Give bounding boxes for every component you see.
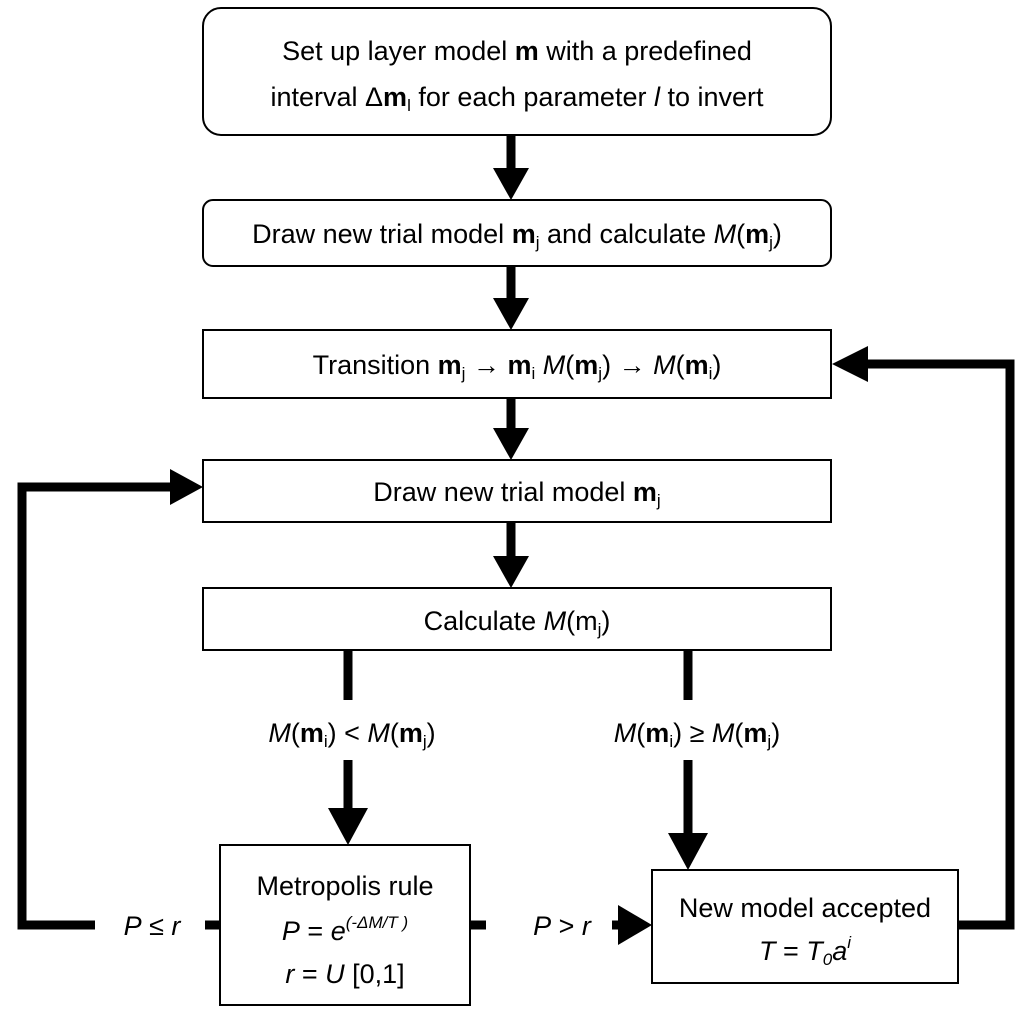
temperature-schedule: T = T0ai: [759, 933, 852, 969]
condition-geq: M(mi) ≥ M(mj): [614, 718, 780, 751]
draw-initial-box: Draw new trial model mj and calculate M(…: [202, 199, 832, 267]
condition-less: M(mi) < M(mj): [268, 718, 435, 751]
metropolis-title: Metropolis rule: [256, 871, 433, 901]
metropolis-box: Metropolis rule P = e(-ΔM/T ) r = U [0,1…: [219, 844, 471, 1006]
feedback-reject-to-trial: [17, 482, 172, 930]
arrowhead: [618, 905, 652, 945]
arrowhead: [170, 469, 203, 505]
draw-trial-box: Draw new trial model mj: [202, 459, 832, 523]
metropolis-probability: P = e(-ΔM/T ): [282, 913, 408, 946]
arrowhead: [493, 556, 529, 588]
arrowhead: [493, 428, 529, 460]
draw-trial-text: Draw new trial model mj: [373, 477, 660, 510]
condition-reject: P ≤ r: [124, 911, 182, 941]
accepted-box: New model accepted T = T0ai: [651, 869, 959, 984]
draw-initial-text: Draw new trial model mj and calculate M(…: [252, 219, 782, 252]
feedback-accepted-to-transition: [865, 359, 1015, 930]
accepted-title: New model accepted: [679, 893, 931, 923]
calculate-text: Calculate M(mj): [424, 606, 611, 639]
setup-box: Set up layer model m with a predefined i…: [202, 7, 832, 136]
connectors: [17, 135, 1015, 945]
condition-accept: P > r: [533, 911, 592, 941]
arrowhead: [493, 168, 529, 200]
calculate-box: Calculate M(mj): [202, 587, 832, 651]
arrowhead: [832, 346, 868, 382]
arrowhead: [668, 833, 708, 870]
setup-line1: Set up layer model m with a predefined: [282, 36, 752, 66]
setup-line2: interval Δml for each parameter l to inv…: [270, 82, 764, 115]
metropolis-random: r = U [0,1]: [285, 959, 404, 989]
transition-box: Transition mj → mi M(mj) → M(mi): [202, 329, 832, 399]
arrowhead: [328, 808, 368, 845]
arrowhead: [493, 298, 529, 330]
transition-text: Transition mj → mi M(mj) → M(mi): [313, 350, 722, 383]
